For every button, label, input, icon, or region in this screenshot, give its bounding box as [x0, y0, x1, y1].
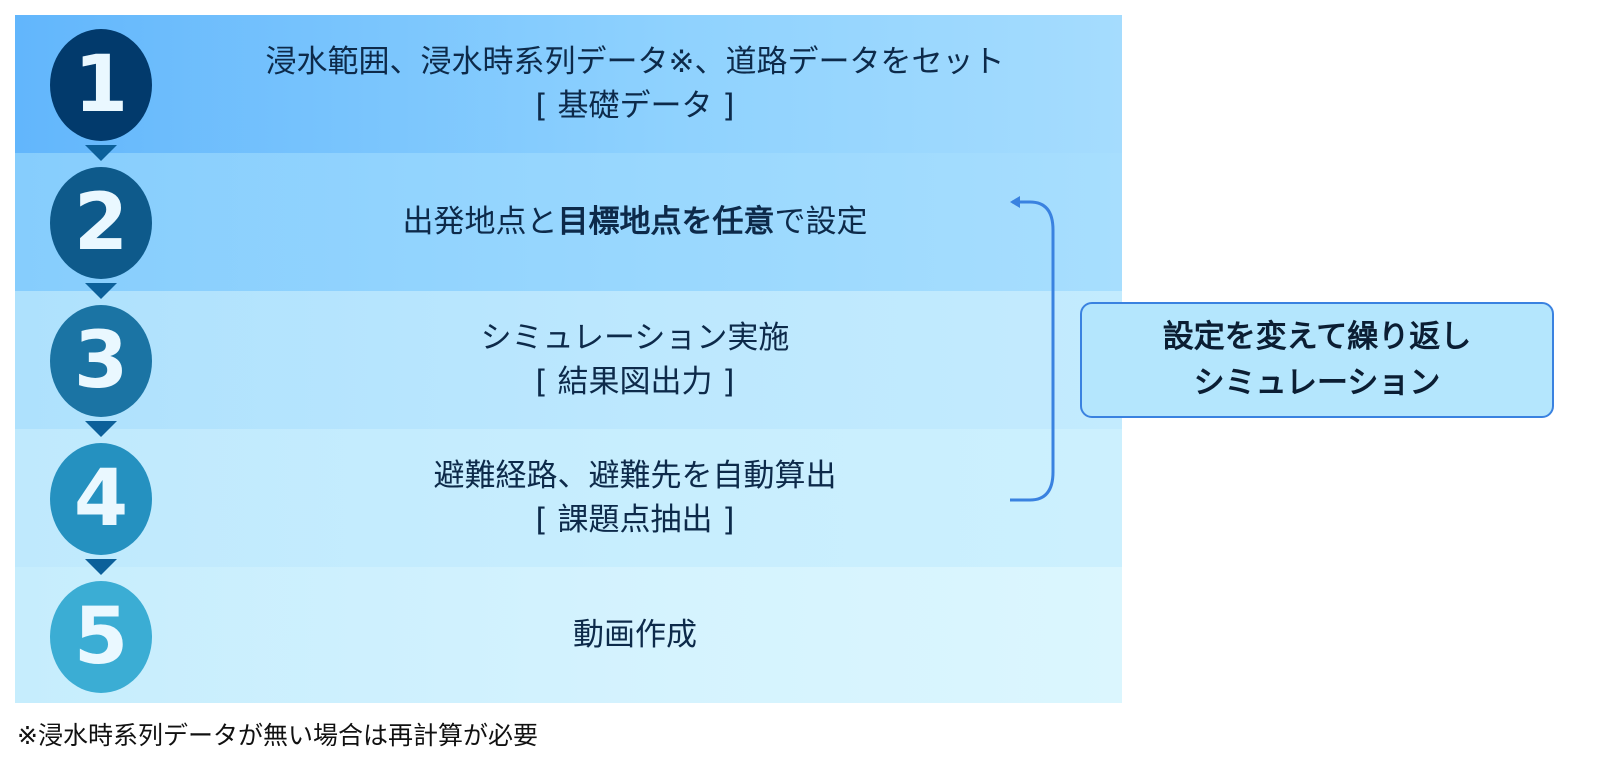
- step-4-text: 避難経路、避難先を自動算出 [ 課題点抽出 ]: [155, 454, 1115, 542]
- step-2-text: 出発地点と目標地点を任意で設定: [155, 200, 1115, 244]
- step-2-text-part: 出発地点と: [402, 204, 558, 240]
- step-1-text: 浸水範囲、浸水時系列データ※、道路データをセット [ 基礎データ ]: [155, 40, 1115, 128]
- loop-arrow-icon: [1010, 196, 1055, 502]
- arrow-down-icon: [85, 145, 117, 161]
- step-1-badge: 1: [50, 29, 152, 141]
- step-4-subtitle: [ 課題点抽出 ]: [535, 502, 735, 538]
- step-3-badge: 3: [50, 305, 152, 417]
- step-3-title: シミュレーション実施: [480, 320, 790, 356]
- step-2-badge: 2: [50, 167, 152, 279]
- step-1-row: 1 浸水範囲、浸水時系列データ※、道路データをセット [ 基礎データ ]: [15, 15, 1122, 153]
- step-2-text-bold: 目標地点を任意: [557, 204, 775, 240]
- note-line-1: 設定を変えて繰り返し: [1162, 319, 1472, 355]
- step-1-subtitle: [ 基礎データ ]: [535, 88, 735, 124]
- step-3-subtitle: [ 結果図出力 ]: [535, 364, 735, 400]
- step-2-row: 2 出発地点と目標地点を任意で設定: [15, 153, 1122, 291]
- step-2-text-part: で設定: [774, 204, 868, 240]
- step-5-row: 5 動画作成: [15, 567, 1122, 703]
- arrow-down-icon: [85, 559, 117, 575]
- workflow-panel: 1 浸水範囲、浸水時系列データ※、道路データをセット [ 基礎データ ] 2 出…: [15, 15, 1122, 703]
- step-5-title: 動画作成: [573, 617, 697, 653]
- repeat-simulation-note: 設定を変えて繰り返し シミュレーション: [1080, 302, 1554, 418]
- step-4-title: 避難経路、避難先を自動算出: [433, 458, 837, 494]
- arrow-down-icon: [85, 283, 117, 299]
- step-4-badge: 4: [50, 443, 152, 555]
- step-3-text: シミュレーション実施 [ 結果図出力 ]: [155, 316, 1115, 404]
- footnote: ※浸水時系列データが無い場合は再計算が必要: [17, 721, 538, 750]
- step-1-title: 浸水範囲、浸水時系列データ※、道路データをセット: [265, 44, 1005, 80]
- step-3-row: 3 シミュレーション実施 [ 結果図出力 ]: [15, 291, 1122, 429]
- step-5-text: 動画作成: [155, 613, 1115, 657]
- arrow-down-icon: [85, 421, 117, 437]
- step-5-badge: 5: [50, 581, 152, 693]
- note-line-2: シミュレーション: [1193, 365, 1441, 401]
- step-4-row: 4 避難経路、避難先を自動算出 [ 課題点抽出 ]: [15, 429, 1122, 567]
